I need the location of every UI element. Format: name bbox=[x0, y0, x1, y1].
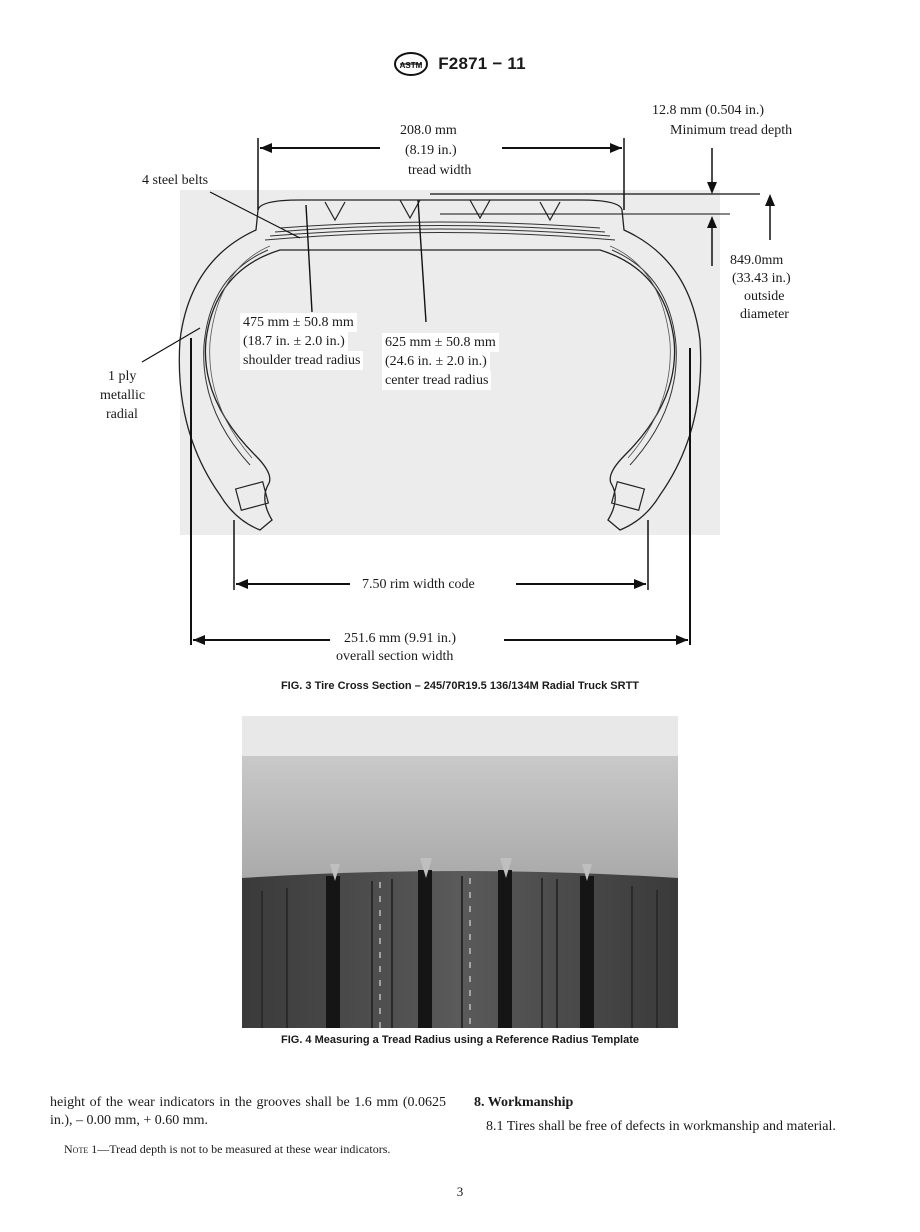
outside-diameter-in-label: (33.43 in.) bbox=[732, 271, 791, 286]
shoulder-radius-label: shoulder tread radius bbox=[240, 351, 364, 370]
outside-diameter-label-2: diameter bbox=[740, 307, 789, 322]
tire-cross-section-figure: 208.0 mm (8.19 in.) tread width 12.8 mm … bbox=[100, 100, 840, 670]
outside-diameter-mm-label: 849.0mm bbox=[730, 253, 784, 268]
svg-text:ASTM: ASTM bbox=[400, 61, 423, 70]
tread-radius-image bbox=[242, 716, 678, 1028]
note-text: —Tread depth is not to be measured at th… bbox=[97, 1142, 391, 1156]
section-width-label: overall section width bbox=[336, 649, 454, 664]
ply-label-2: metallic bbox=[100, 388, 146, 403]
tread-radius-photo bbox=[242, 716, 678, 1028]
shoulder-radius-mm-label: 475 mm ± 50.8 mm bbox=[240, 313, 357, 332]
shoulder-radius-in-label: (18.7 in. ± 2.0 in.) bbox=[240, 332, 348, 351]
steel-belts-label: 4 steel belts bbox=[142, 173, 209, 188]
standard-designation: F2871 − 11 bbox=[438, 54, 526, 73]
ply-label-3: radial bbox=[106, 407, 138, 422]
min-tread-depth-value-label: 12.8 mm (0.504 in.) bbox=[652, 103, 764, 118]
page-header: ASTM F2871 − 11 bbox=[0, 52, 920, 76]
section-heading: 8. Workmanship bbox=[474, 1095, 574, 1110]
center-radius-mm-label: 625 mm ± 50.8 mm bbox=[382, 333, 499, 352]
outside-diameter-label-1: outside bbox=[744, 289, 785, 304]
center-radius-in-label: (24.6 in. ± 2.0 in.) bbox=[382, 352, 490, 371]
figure-3-caption: FIG. 3 Tire Cross Section – 245/70R19.5 … bbox=[280, 680, 640, 692]
tread-width-in-label: (8.19 in.) bbox=[405, 143, 457, 158]
tread-width-label: tread width bbox=[408, 163, 472, 178]
figure-4-caption: FIG. 4 Measuring a Tread Radius using a … bbox=[280, 1034, 639, 1046]
note-label: Note 1 bbox=[64, 1142, 98, 1156]
workmanship-paragraph: 8.1 Tires shall be free of defects in wo… bbox=[486, 1119, 836, 1134]
ply-label-1: 1 ply bbox=[108, 369, 137, 384]
center-radius-label: center tread radius bbox=[382, 371, 492, 390]
astm-logo-icon: ASTM bbox=[394, 52, 429, 76]
note-1: Note 1—Tread depth is not to be measured… bbox=[64, 1140, 446, 1158]
page-number: 3 bbox=[456, 1184, 464, 1199]
section-width-value-label: 251.6 mm (9.91 in.) bbox=[344, 631, 456, 646]
tread-width-mm-label: 208.0 mm bbox=[400, 123, 457, 138]
min-tread-depth-label: Minimum tread depth bbox=[670, 123, 793, 138]
rim-width-label: 7.50 rim width code bbox=[362, 577, 475, 592]
wear-indicator-paragraph: height of the wear indicators in the gro… bbox=[50, 1095, 446, 1128]
